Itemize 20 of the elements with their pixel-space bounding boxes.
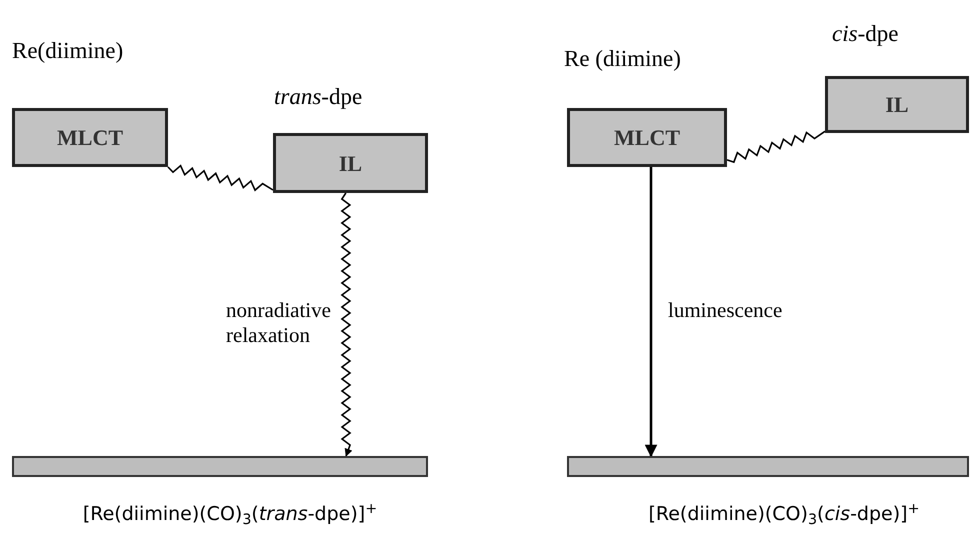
energy-level-box: [825, 76, 969, 133]
energy-level-box: [567, 108, 727, 167]
arrow: [644, 167, 658, 458]
wavy-arrow: [340, 192, 352, 457]
complex-formula: [Re(diimine)(CO)$_{3}$(trans-dpe)]$^{+}$: [82, 500, 378, 528]
ligand-label: trans-dpe: [274, 83, 364, 111]
ligand-label: Re (diimine): [564, 45, 682, 73]
ground-state-bar: [567, 456, 969, 477]
edge-label: luminescence: [668, 298, 784, 324]
state-label: IL: [885, 91, 909, 119]
state-label: MLCT: [614, 124, 680, 152]
ligand-label: cis-dpe: [832, 20, 900, 48]
state-label: IL: [338, 150, 362, 178]
energy-level-box: [273, 133, 428, 193]
ligand-label: Re(diimine): [12, 37, 124, 65]
ground-state-bar: [12, 456, 428, 477]
complex-formula: [Re(diimine)(CO)$_{3}$(cis-dpe)]$^{+}$: [647, 500, 921, 528]
energy-level-box: [12, 108, 168, 167]
edge-label: nonradiative relaxation: [226, 298, 332, 348]
state-label: MLCT: [57, 124, 123, 152]
